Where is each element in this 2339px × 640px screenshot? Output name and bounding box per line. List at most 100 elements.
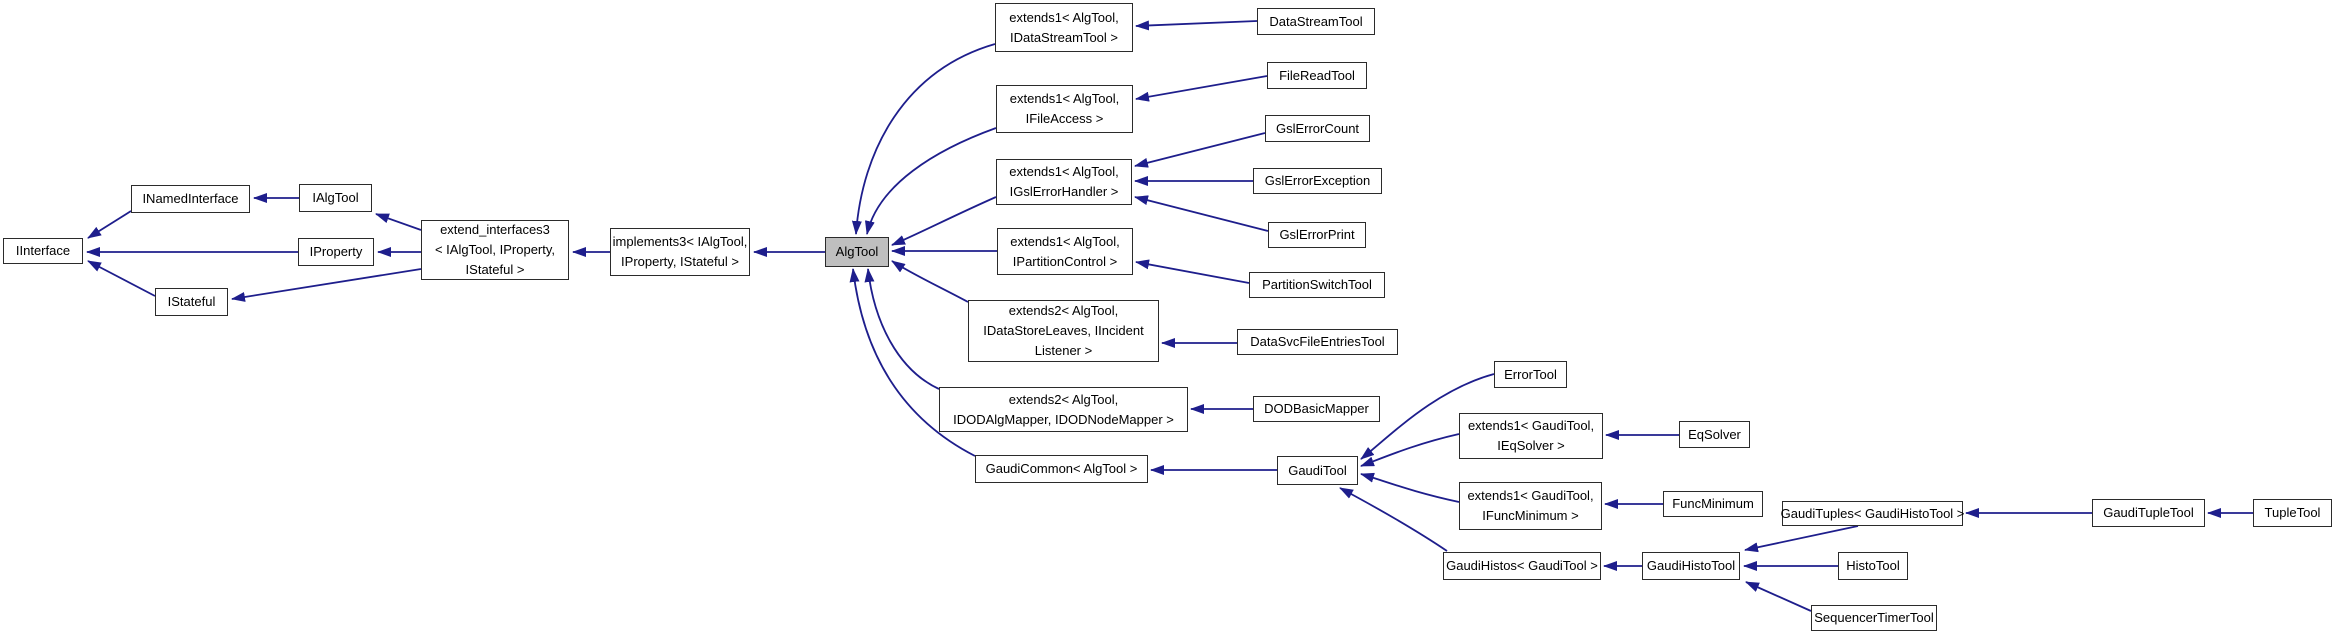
node-label: GaudiCommon< AlgTool > xyxy=(985,461,1138,476)
edge-FileReadTool-to-extends1-IFileAccess xyxy=(1135,75,1268,102)
node-label: < IAlgTool, IProperty, xyxy=(434,242,556,257)
node-GaudiTupleTool[interactable]: GaudiTupleTool xyxy=(2092,499,2205,527)
node-extends2-IDODAlgMapper[interactable]: extends2< AlgTool, IDODAlgMapper, IDODNod… xyxy=(939,387,1188,432)
node-label: DataSvcFileEntriesTool xyxy=(1250,334,1385,349)
edge-extends2-IDODAlgMapper-to-AlgTool xyxy=(864,268,940,390)
node-label: EqSolver xyxy=(1688,426,1741,442)
node-FileReadTool[interactable]: FileReadTool xyxy=(1267,62,1367,89)
node-extends1-IGslErrorHandler[interactable]: extends1< AlgTool,IGslErrorHandler > xyxy=(996,159,1132,205)
node-extends1-IDataStreamTool[interactable]: extends1< AlgTool,IDataStreamTool > xyxy=(995,3,1133,52)
node-label: IPartitionControl > xyxy=(1012,253,1118,269)
node-FuncMinimum[interactable]: FuncMinimum xyxy=(1663,491,1763,517)
node-PartitionSwitchTool[interactable]: PartitionSwitchTool xyxy=(1249,272,1385,298)
node-extends1-IFileAccess[interactable]: extends1< AlgTool,IFileAccess > xyxy=(996,85,1133,133)
node-INamedInterface[interactable]: INamedInterface xyxy=(131,185,250,213)
node-label: extends1< AlgTool, xyxy=(1010,233,1120,249)
node-GslErrorCount[interactable]: GslErrorCount xyxy=(1265,115,1370,142)
edge-GaudiTuples-to-GaudiHistoTool xyxy=(1744,525,1859,553)
node-label: GslErrorCount xyxy=(1275,120,1360,136)
edge-IStateful-to-IInterface xyxy=(87,260,156,297)
node-implements3[interactable]: implements3< IAlgTool, IProperty, IStatef… xyxy=(610,228,750,276)
node-label: IStateful xyxy=(167,294,216,309)
node-ErrorTool[interactable]: ErrorTool xyxy=(1494,361,1567,388)
node-label: extend_interfaces3 xyxy=(440,222,550,237)
edge-extend_interfaces3-to-IAlgTool xyxy=(375,213,422,231)
edge-GslErrorCount-to-extends1-IGslErrorHandler xyxy=(1134,132,1266,168)
node-label: GaudiTupleTool xyxy=(2103,505,2194,520)
node-label: ErrorTool xyxy=(1504,366,1557,382)
node-label: DODBasicMapper xyxy=(1264,401,1369,416)
node-label: IDODAlgMapper, IDODNodeMapper > xyxy=(953,411,1174,427)
node-label: IDataStoreLeaves, IIncident xyxy=(983,323,1144,338)
edge-extends1-IEqSolver-to-GaudiTool xyxy=(1360,433,1460,467)
node-label: IProperty xyxy=(309,244,363,259)
node-label: extends2< AlgTool, xyxy=(1008,391,1119,407)
node-extends1-IPartitionControl[interactable]: extends1< AlgTool, IPartitionControl > xyxy=(997,228,1133,275)
edge-DataStreamTool-to-extends1-IDataStreamTool xyxy=(1135,20,1258,31)
node-label: HistoTool xyxy=(1846,558,1900,573)
node-HistoTool[interactable]: HistoTool xyxy=(1838,552,1908,580)
edge-extends1-IDataStreamTool-to-AlgTool xyxy=(851,43,996,235)
node-label: PartitionSwitchTool xyxy=(1262,277,1372,292)
node-extend_interfaces3[interactable]: extend_interfaces3 < IAlgTool, IProperty,… xyxy=(421,220,569,280)
node-DataSvcFileEntriesTool[interactable]: DataSvcFileEntriesTool xyxy=(1237,329,1398,355)
edge-extends2-IDataStoreLeaves-to-AlgTool xyxy=(891,260,969,303)
node-GslErrorException[interactable]: GslErrorException xyxy=(1253,168,1382,194)
node-TupleTool[interactable]: TupleTool xyxy=(2253,499,2332,527)
node-label: GaudiTuples< GaudiHistoTool > xyxy=(1780,505,1965,521)
node-label: extends1< GaudiTool, xyxy=(1467,488,1594,503)
node-label: GslErrorException xyxy=(1264,173,1371,188)
node-GaudiTuples[interactable]: GaudiTuples< GaudiHistoTool > xyxy=(1781,501,1964,526)
node-GaudiHistos[interactable]: GaudiHistos< GaudiTool > xyxy=(1443,552,1601,580)
node-AlgTool[interactable]: AlgTool xyxy=(825,237,889,267)
node-label: IInterface xyxy=(15,243,71,258)
node-label: extends1< AlgTool, xyxy=(1009,164,1119,179)
node-extends1-IEqSolver[interactable]: extends1< GaudiTool, IEqSolver > xyxy=(1459,413,1603,459)
node-label: extends2< AlgTool, xyxy=(1008,303,1119,318)
node-DataStreamTool[interactable]: DataStreamTool xyxy=(1257,8,1375,35)
edge-INamedInterface-to-IInterface xyxy=(87,210,132,239)
node-IStateful[interactable]: IStateful xyxy=(155,288,228,316)
node-label: SequencerTimerTool xyxy=(1814,610,1934,625)
node-label: FuncMinimum xyxy=(1672,496,1754,511)
edge-extends1-IGslErrorHandler-to-AlgTool xyxy=(891,196,997,246)
node-label: GaudiHistos< GaudiTool > xyxy=(1446,558,1598,573)
node-label: INamedInterface xyxy=(142,191,239,206)
node-IInterface[interactable]: IInterface xyxy=(3,238,83,264)
node-label: TupleTool xyxy=(2264,505,2321,520)
node-GaudiTool[interactable]: GaudiTool xyxy=(1277,456,1358,485)
node-GslErrorPrint[interactable]: GslErrorPrint xyxy=(1268,222,1366,248)
node-DODBasicMapper[interactable]: DODBasicMapper xyxy=(1253,396,1380,422)
node-label: implements3< IAlgTool, xyxy=(612,234,748,249)
node-label: IProperty, IStateful > xyxy=(621,254,739,269)
node-label: GslErrorPrint xyxy=(1279,227,1355,242)
edge-extends1-IFileAccess-to-AlgTool xyxy=(864,127,997,235)
edge-GaudiHistos-to-GaudiTool xyxy=(1339,487,1448,552)
node-label: IEqSolver > xyxy=(1497,438,1565,453)
node-label: FileReadTool xyxy=(1279,67,1355,83)
node-GaudiHistoTool[interactable]: GaudiHistoTool xyxy=(1642,552,1740,580)
node-label: GaudiHistoTool xyxy=(1646,558,1736,573)
node-label: DataStreamTool xyxy=(1269,13,1363,29)
edge-SequencerTimerTool-to-GaudiHistoTool xyxy=(1745,581,1812,612)
node-EqSolver[interactable]: EqSolver xyxy=(1679,421,1750,448)
node-SequencerTimerTool[interactable]: SequencerTimerTool xyxy=(1811,605,1937,631)
edge-extend_interfaces3-to-IStateful xyxy=(231,268,422,302)
edge-extends1-IFuncMinimum-to-GaudiTool xyxy=(1360,472,1460,503)
node-label: extends1< GaudiTool, xyxy=(1467,418,1595,433)
node-label: AlgTool xyxy=(835,244,879,259)
node-label: IAlgTool xyxy=(312,190,359,205)
node-IProperty[interactable]: IProperty xyxy=(298,238,374,266)
node-GaudiCommon[interactable]: GaudiCommon< AlgTool > xyxy=(975,455,1148,483)
edge-GslErrorPrint-to-extends1-IGslErrorHandler xyxy=(1134,195,1269,232)
node-label: Listener > xyxy=(1034,343,1093,358)
node-extends1-IFuncMinimum[interactable]: extends1< GaudiTool, IFuncMinimum > xyxy=(1459,482,1602,530)
node-label: GaudiTool xyxy=(1288,462,1347,478)
node-label: IDataStreamTool > xyxy=(1009,29,1119,45)
node-IAlgTool[interactable]: IAlgTool xyxy=(299,184,372,212)
node-label: IFuncMinimum > xyxy=(1482,508,1579,523)
node-extends2-IDataStoreLeaves[interactable]: extends2< AlgTool, IDataStoreLeaves, IInc… xyxy=(968,300,1159,362)
node-label: IStateful > xyxy=(465,262,525,277)
